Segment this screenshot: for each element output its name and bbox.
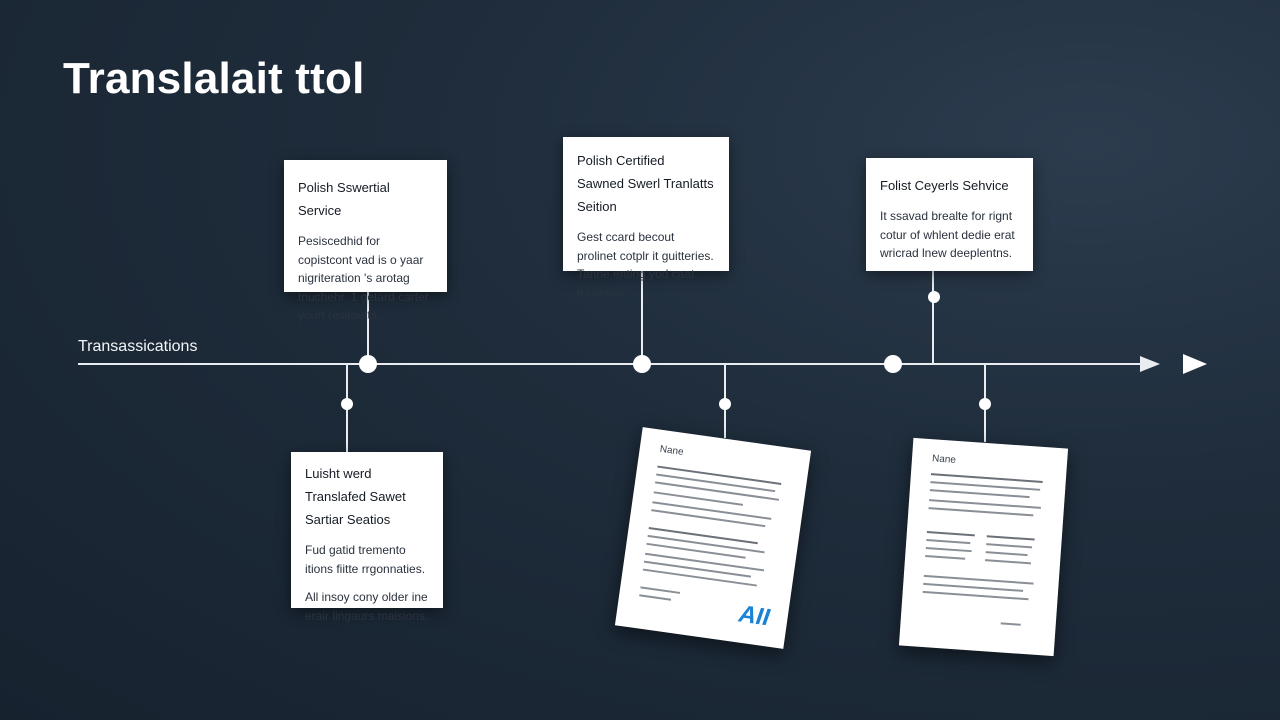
service-card-title: Polish Sswertial Service: [298, 180, 390, 218]
timeline-arrow-head: [1140, 356, 1160, 372]
service-card-3: Folist Ceyerls Sehvice It ssavad brealte…: [866, 158, 1033, 271]
service-card-title: Folist Ceyerls Sehvice: [880, 178, 1009, 193]
service-card-1: Polish Sswertial Service Pesiscedhid for…: [284, 160, 447, 322]
document-preview-2: Nane: [898, 437, 1069, 657]
document-preview-1: Nane AII: [614, 427, 812, 649]
milestone-node-3: [884, 355, 902, 373]
milestone-node-2: [633, 355, 651, 373]
document-logo: AII: [737, 600, 772, 632]
service-card-body: Fud gatid tremento itions fiitte rrgonna…: [305, 543, 429, 623]
connector-dot-top-3: [928, 291, 940, 303]
service-card-body: It ssavad brealte for rignt cotur of whl…: [880, 209, 1015, 260]
timeline-end-arrow-icon: [1183, 354, 1207, 374]
connector-dot-bottom-3: [979, 398, 991, 410]
document-name-label: Nane: [931, 453, 957, 466]
connector-dot-bottom-2: [719, 398, 731, 410]
page-title: Translalait ttol: [63, 54, 365, 103]
service-card-title: Luisht werd Translafed Sawet Sartiar Sea…: [305, 466, 406, 527]
service-card-4: Luisht werd Translafed Sawet Sartiar Sea…: [291, 452, 443, 623]
service-card-title: Polish Certified Sawned Swerl Tranlatts …: [577, 153, 714, 214]
connector-dot-bottom-1: [341, 398, 353, 410]
service-card-body: Gest ccard becout prolinet cotplr it gui…: [577, 230, 714, 300]
milestone-node-1: [359, 355, 377, 373]
document-name-label: Nane: [659, 443, 685, 459]
timeline-axis-label: Transassications: [78, 338, 198, 355]
service-card-body: Pesiscedhid for copistcont vad is o yaar…: [298, 234, 429, 322]
service-card-2: Polish Certified Sawned Swerl Tranlatts …: [563, 137, 729, 300]
